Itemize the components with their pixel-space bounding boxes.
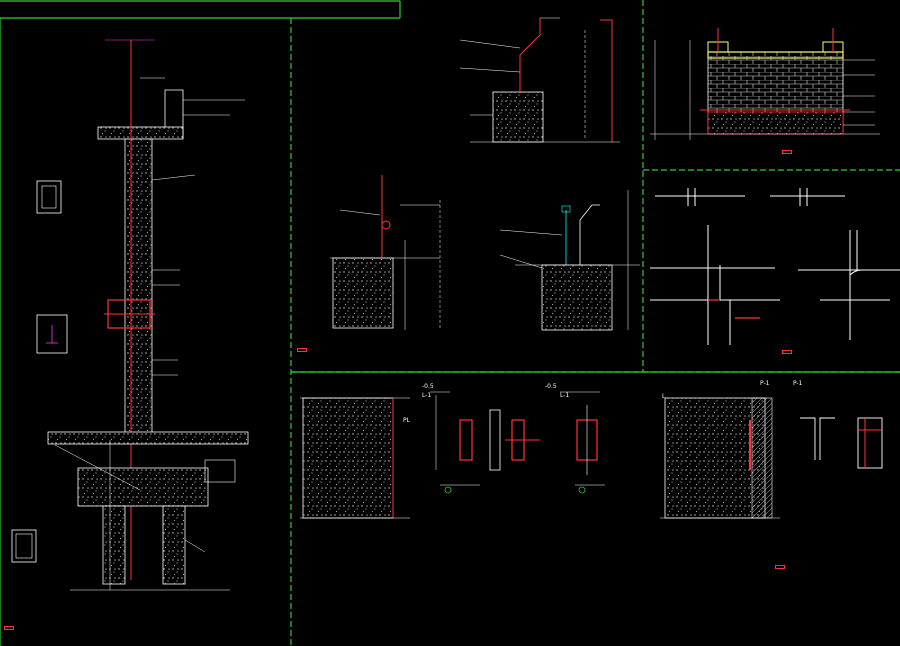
dim-label-p2: P-1	[760, 380, 770, 387]
lower-left-block	[300, 397, 410, 519]
right-upper-brick-detail	[650, 28, 880, 140]
left-wall-section	[11, 39, 249, 591]
dim-label-l: L	[662, 393, 666, 400]
right-lower-panel-title	[775, 565, 785, 569]
mid-upper-details	[330, 17, 640, 331]
floor-slab	[47, 431, 249, 445]
small-section-detail-3	[11, 529, 37, 563]
right-mid-red-welds	[708, 299, 760, 319]
parapet-cap	[164, 89, 184, 139]
mid-right-block	[541, 264, 613, 331]
mid-upper-panel-title	[297, 348, 307, 352]
dim-label-r1: -0.5	[422, 383, 434, 390]
pile-left	[102, 505, 126, 585]
pile-cap	[77, 467, 209, 507]
parapet-slab	[97, 126, 184, 140]
lower-mid-plates	[430, 391, 605, 494]
lower-right-block	[660, 397, 883, 519]
dim-label-l2: L-1	[560, 392, 570, 399]
dim-label-l1: L-1	[422, 392, 432, 399]
small-section-detail-2	[36, 314, 68, 354]
left-panel-title	[4, 626, 14, 630]
right-mid-steel-joints	[650, 188, 900, 345]
small-section-detail-1	[36, 180, 62, 214]
mid-top-block	[492, 91, 544, 143]
dim-label-r2: -0.5	[545, 383, 557, 390]
pile-right	[162, 505, 186, 585]
dim-label-p1: P-1	[793, 380, 803, 387]
support-clamp	[381, 220, 391, 230]
tie-beam	[707, 111, 844, 135]
main-column	[124, 138, 153, 440]
mid-left-block	[332, 257, 394, 329]
right-mid-panel-title	[782, 350, 792, 354]
right-upper-panel-title	[782, 150, 792, 154]
dim-label-pl: PL	[403, 417, 410, 424]
